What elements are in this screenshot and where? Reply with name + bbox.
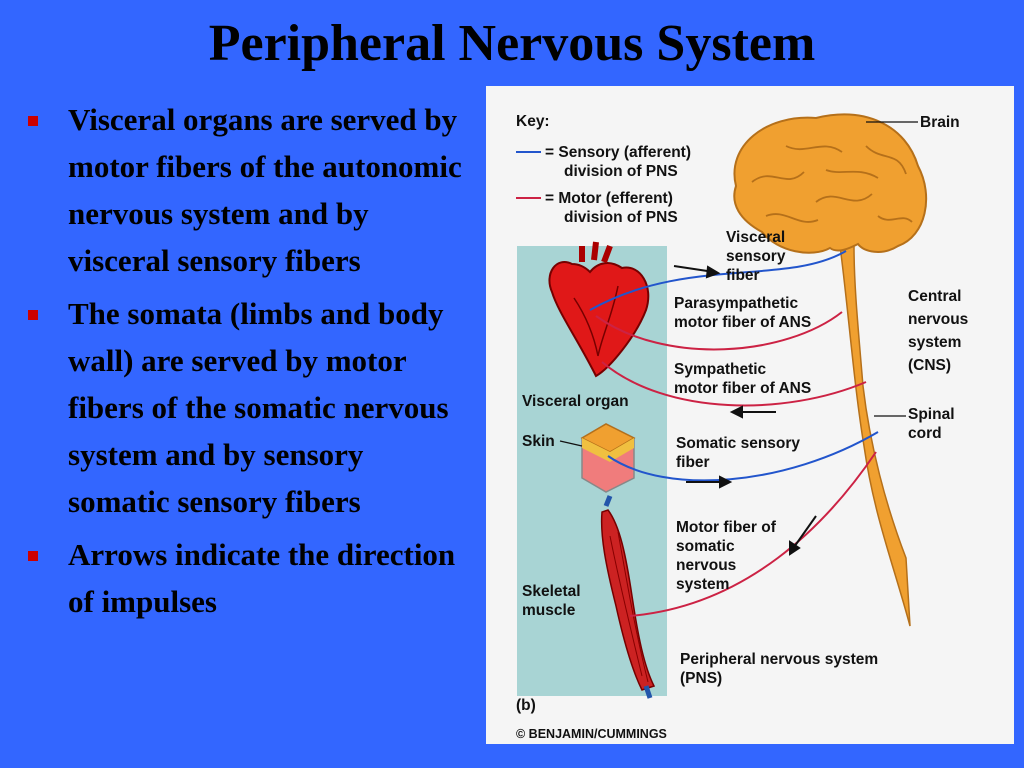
label-somatic-sensory-1: Somatic sensory (676, 435, 800, 452)
label-panel: (b) (516, 697, 536, 714)
somatic-sensory-fiber (607, 431, 879, 482)
arrow-head-icon (719, 475, 733, 489)
label-parasympathetic-1: Parasympathetic (674, 295, 798, 312)
label-visceral-sensory-2: sensory (726, 248, 786, 265)
key-motor-line2: division of PNS (564, 209, 678, 226)
spinal-cord-shape (839, 245, 911, 627)
label-visceral-sensory-1: Visceral (726, 229, 785, 246)
bullet-marker-icon (28, 116, 38, 126)
bullet-marker-icon (28, 551, 38, 561)
label-spinal-cord-1: Spinal (908, 406, 955, 423)
label-cns-3: system (908, 334, 961, 351)
heart-lines (573, 285, 619, 357)
arrow-head-icon (729, 405, 743, 419)
somatic-motor-fiber (629, 451, 877, 617)
page-title: Peripheral Nervous System (208, 15, 816, 72)
label-sympathetic-2: motor fiber of ANS (674, 380, 811, 397)
label-pns-2: (PNS) (680, 670, 722, 687)
bullet-text: Visceral organs are served by motor fibe… (68, 102, 462, 278)
key-title: Key: (516, 113, 550, 130)
parasympathetic-fiber (595, 311, 843, 351)
label-somatic-sensory-2: fiber (676, 454, 710, 471)
bullet-item: Arrows indicate the direction of impulse… (28, 531, 468, 625)
bullet-text: Arrows indicate the direction of impulse… (68, 537, 456, 619)
label-sympathetic-1: Sympathetic (674, 361, 767, 378)
muscle-shape (600, 509, 656, 691)
muscle-fibers (609, 531, 649, 683)
label-motor-somatic-3: nervous (676, 557, 736, 574)
label-motor-somatic-4: system (676, 576, 729, 593)
arrow-somatic-motor (791, 515, 817, 551)
bullet-item: Visceral organs are served by motor fibe… (28, 96, 468, 284)
label-skeletal-muscle-1: Skeletal (522, 583, 581, 600)
label-copyright: © BENJAMIN/CUMMINGS (516, 727, 667, 741)
key-sensory-line1: = Sensory (afferent) (545, 144, 691, 161)
label-motor-somatic-1: Motor fiber of (676, 519, 777, 536)
arrow-head-icon (705, 265, 721, 279)
label-spinal-cord-2: cord (908, 425, 942, 442)
impulse-arrows (673, 265, 817, 556)
label-visceral-organ: Visceral organ (522, 393, 629, 410)
skin-leader-line (559, 440, 583, 447)
label-motor-somatic-2: somatic (676, 538, 735, 555)
sympathetic-fiber (601, 361, 867, 407)
bullet-text: The somata (limbs and body wall) are ser… (68, 296, 449, 519)
pns-diagram: Key: = Sensory (afferent) division of PN… (486, 86, 1014, 744)
label-cns-1: Central (908, 288, 961, 305)
visceral-sensory-fiber (589, 250, 847, 311)
muscle-tendons (603, 495, 653, 699)
pns-diagram-svg: Key: = Sensory (afferent) division of PN… (516, 113, 968, 741)
label-parasympathetic-2: motor fiber of ANS (674, 314, 811, 331)
key-motor-line1: = Motor (efferent) (545, 190, 673, 207)
bullet-marker-icon (28, 310, 38, 320)
heart-vessels (579, 241, 613, 264)
label-skeletal-muscle-2: muscle (522, 602, 576, 619)
label-pns-1: Peripheral nervous system (680, 651, 878, 668)
bullet-list: Visceral organs are served by motor fibe… (28, 96, 468, 631)
key-sensory-line2: division of PNS (564, 163, 678, 180)
brain-folds (751, 145, 913, 223)
label-cns-2: nervous (908, 311, 968, 328)
label-brain: Brain (920, 114, 960, 131)
label-visceral-sensory-3: fiber (726, 267, 760, 284)
brain-shape (733, 113, 928, 254)
label-skin: Skin (522, 433, 555, 450)
label-cns-4: (CNS) (908, 357, 951, 374)
arrow-head-icon (789, 540, 801, 556)
bullet-item: The somata (limbs and body wall) are ser… (28, 290, 468, 525)
